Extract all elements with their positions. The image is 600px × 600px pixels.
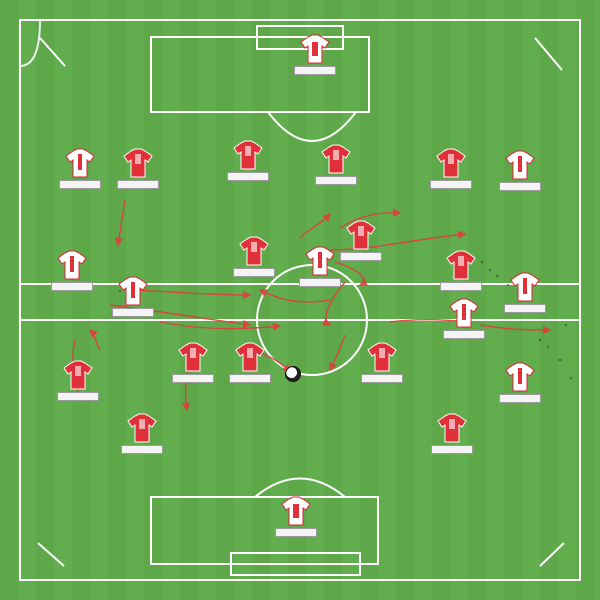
player-left-back[interactable] <box>48 360 108 401</box>
player-centre-mid-bottom-right[interactable] <box>352 342 412 383</box>
player-striker[interactable] <box>290 246 350 287</box>
player-right-mid[interactable] <box>431 250 491 291</box>
player-left-wing[interactable] <box>50 148 110 189</box>
player-goalkeeper-top[interactable] <box>285 34 345 75</box>
player-name-label <box>361 374 403 383</box>
player-name-label <box>229 374 271 383</box>
player-right-centre-back[interactable] <box>422 413 482 454</box>
player-name-label <box>121 445 163 454</box>
jersey-icon <box>505 362 535 392</box>
jersey-icon <box>321 144 351 174</box>
jersey-icon <box>437 413 467 443</box>
jersey-icon <box>235 342 265 372</box>
player-name-label <box>440 282 482 291</box>
flank-bottom-left <box>37 542 65 567</box>
player-name-label <box>315 176 357 185</box>
player-goalkeeper-bottom[interactable] <box>266 496 326 537</box>
player-right-back-wide[interactable] <box>495 272 555 313</box>
jersey-icon <box>65 148 95 178</box>
jersey-icon <box>449 298 479 328</box>
player-left-mid[interactable] <box>42 250 102 291</box>
player-name-label <box>51 282 93 291</box>
jersey-icon <box>178 342 208 372</box>
top-arc <box>267 111 357 142</box>
flank-bottom-right <box>539 542 565 567</box>
jersey-icon <box>63 360 93 390</box>
player-left-centre-back[interactable] <box>112 413 172 454</box>
pitch-boundary <box>19 19 581 581</box>
player-name-label <box>57 392 99 401</box>
player-right-wing[interactable] <box>490 150 550 191</box>
jersey-icon <box>239 236 269 266</box>
player-attacking-mid-right[interactable] <box>306 144 366 185</box>
player-name-label <box>275 528 317 537</box>
player-right-mid-2[interactable] <box>434 298 494 339</box>
player-name-label <box>233 268 275 277</box>
player-name-label <box>504 304 546 313</box>
player-centre-mid-bottom-left[interactable] <box>163 342 223 383</box>
player-name-label <box>59 180 101 189</box>
flank-top-left <box>39 37 66 67</box>
jersey-icon <box>346 220 376 250</box>
jersey-icon <box>305 246 335 276</box>
bottom-penalty-area <box>150 496 379 565</box>
player-right-back[interactable] <box>490 362 550 403</box>
jersey-icon <box>367 342 397 372</box>
jersey-icon <box>505 150 535 180</box>
jersey-icon <box>118 276 148 306</box>
bottom-arc <box>254 477 346 498</box>
player-name-label <box>431 445 473 454</box>
jersey-icon <box>123 148 153 178</box>
player-name-label <box>294 66 336 75</box>
corner-tl <box>19 19 41 67</box>
top-penalty-area <box>150 36 370 113</box>
bottom-goal-area <box>230 552 361 576</box>
flank-top-right <box>534 37 563 71</box>
jersey-icon <box>233 140 263 170</box>
player-centre-mid-bottom-centre[interactable] <box>220 342 280 383</box>
player-central-mid[interactable] <box>224 236 284 277</box>
player-name-label <box>117 180 159 189</box>
player-name-label <box>443 330 485 339</box>
player-left-centre-mid[interactable] <box>108 148 168 189</box>
jersey-icon <box>446 250 476 280</box>
player-name-label <box>430 180 472 189</box>
player-central-mid-right[interactable] <box>331 220 391 261</box>
jersey-icon <box>281 496 311 526</box>
player-name-label <box>172 374 214 383</box>
player-name-label <box>499 182 541 191</box>
player-left-centre-mid-2[interactable] <box>103 276 163 317</box>
player-name-label <box>340 252 382 261</box>
center-circle <box>256 264 368 376</box>
player-name-label <box>299 278 341 287</box>
soccer-ball-icon[interactable] <box>285 366 301 382</box>
jersey-icon <box>127 413 157 443</box>
player-name-label <box>227 172 269 181</box>
player-name-label <box>112 308 154 317</box>
jersey-icon <box>510 272 540 302</box>
player-right-centre-mid[interactable] <box>421 148 481 189</box>
jersey-icon <box>436 148 466 178</box>
player-name-label <box>499 394 541 403</box>
jersey-icon <box>57 250 87 280</box>
player-attacking-mid-left[interactable] <box>218 140 278 181</box>
top-goal-area <box>256 25 344 50</box>
jersey-icon <box>300 34 330 64</box>
